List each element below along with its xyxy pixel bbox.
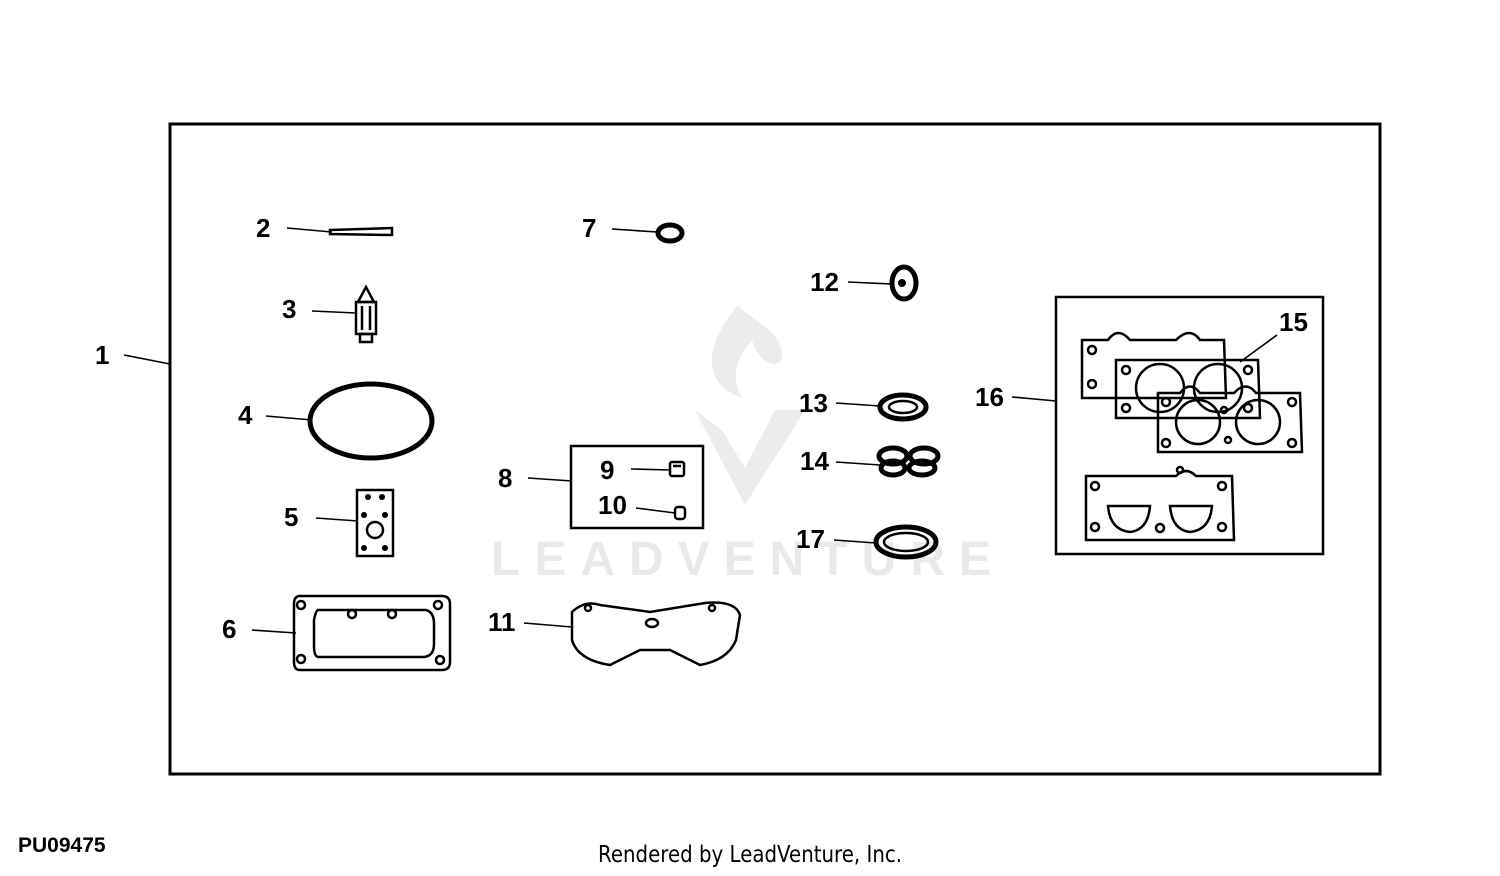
watermark-text: LEADVENTURE bbox=[491, 533, 1005, 586]
callout-8[interactable]: 8 bbox=[498, 463, 512, 493]
leadventure-watermark: LEADVENTURE bbox=[491, 305, 1005, 586]
part-9-plug bbox=[668, 460, 686, 478]
watermark-flame-icon bbox=[711, 305, 783, 398]
part-13-washer bbox=[877, 392, 929, 422]
callout-5[interactable]: 5 bbox=[284, 502, 298, 532]
subkit-8-box bbox=[569, 444, 705, 530]
callout-14[interactable]: 14 bbox=[800, 446, 829, 476]
callout-3[interactable]: 3 bbox=[282, 294, 296, 324]
part-7-washer bbox=[655, 222, 685, 244]
render-credit: Rendered by LeadVenture, Inc. bbox=[597, 842, 903, 868]
part-6-gasket bbox=[292, 594, 452, 672]
subkit-16-box bbox=[1054, 295, 1325, 556]
part-17-oring bbox=[873, 524, 939, 560]
part-10-plug bbox=[673, 505, 687, 521]
part-3-needle bbox=[354, 284, 378, 344]
callout-4[interactable]: 4 bbox=[238, 400, 253, 430]
callout-1[interactable]: 1 bbox=[95, 340, 109, 370]
kit-frame bbox=[168, 122, 1382, 776]
part-12-seal bbox=[889, 264, 919, 302]
callout-13[interactable]: 13 bbox=[799, 388, 828, 418]
part-5-gasket bbox=[355, 488, 395, 558]
part-14-orings bbox=[876, 445, 941, 478]
callout-6[interactable]: 6 bbox=[222, 614, 236, 644]
callout-12[interactable]: 12 bbox=[810, 267, 839, 297]
callout-16[interactable]: 16 bbox=[975, 382, 1004, 412]
part-4-oring bbox=[307, 381, 435, 461]
callout-2[interactable]: 2 bbox=[256, 213, 270, 243]
callout-11[interactable]: 11 bbox=[488, 607, 516, 637]
part-11-gasket bbox=[570, 601, 742, 667]
watermark-v-icon bbox=[695, 410, 805, 505]
callout-17[interactable]: 17 bbox=[796, 524, 825, 554]
callout-15[interactable]: 15 bbox=[1279, 307, 1308, 337]
part-16-gaskets bbox=[1080, 331, 1304, 542]
part-2-pin bbox=[328, 226, 394, 237]
callout-10[interactable]: 10 bbox=[598, 490, 627, 520]
figure-id: PU09475 bbox=[18, 834, 106, 857]
callout-7[interactable]: 7 bbox=[582, 213, 596, 243]
callout-9[interactable]: 9 bbox=[600, 455, 614, 485]
